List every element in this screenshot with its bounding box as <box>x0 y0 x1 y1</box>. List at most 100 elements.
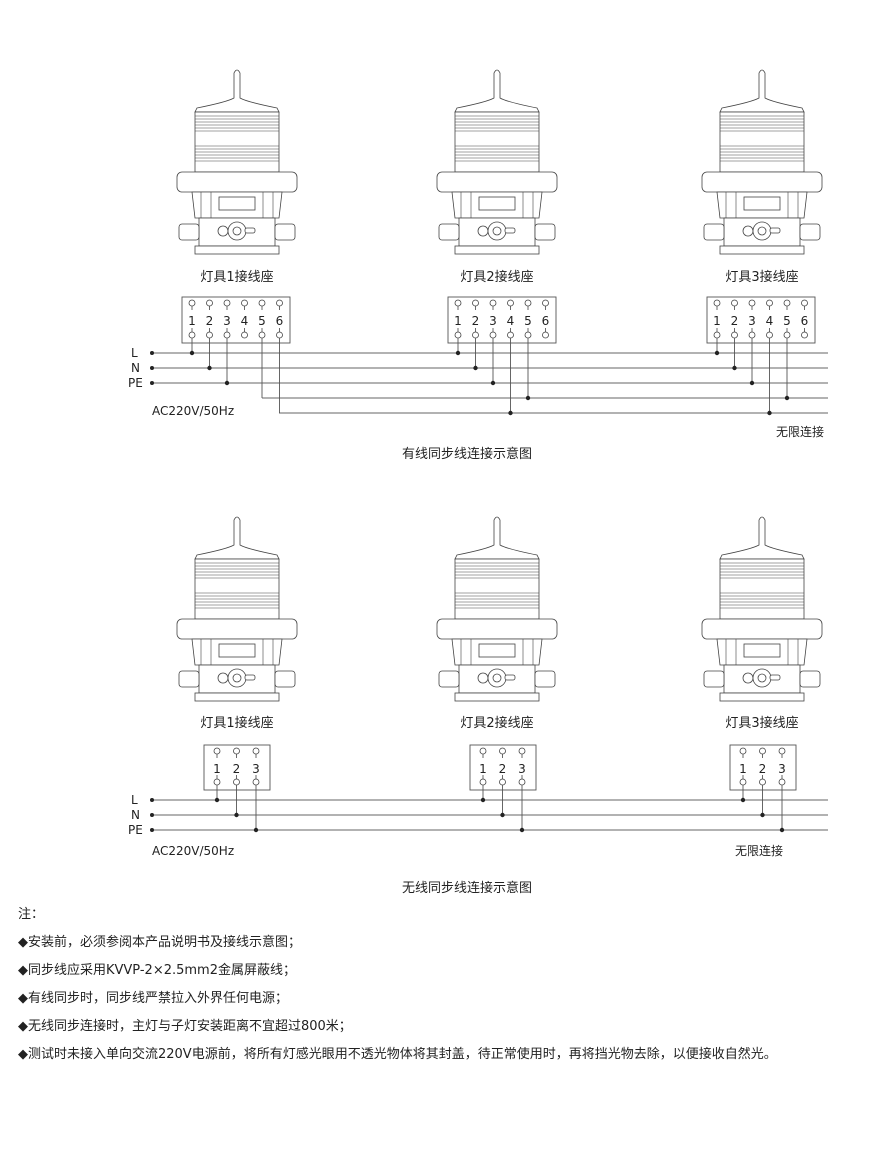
terminal-top-screw <box>233 747 240 755</box>
terminal-number: 1 <box>188 314 196 328</box>
lamp-terminal-label: 灯具2接线座 <box>460 269 533 285</box>
bus-start-dot <box>150 381 154 385</box>
terminal-bottom-screw <box>518 778 526 786</box>
junction-dot <box>767 410 772 416</box>
terminal-top-screw <box>454 299 462 307</box>
junction-dot <box>253 827 259 833</box>
terminal-top-screw <box>213 747 221 755</box>
terminal-top-screw <box>766 299 773 307</box>
lamp-fixture-1 <box>176 69 298 255</box>
terminal-top-screw <box>499 747 506 755</box>
junction-dot <box>784 395 790 401</box>
note-item: ◆无线同步连接时，主灯与子灯安装距离不宜超过800米； <box>18 1019 352 1034</box>
terminal-bottom-screw <box>499 778 506 786</box>
terminal-top-screw <box>783 299 791 307</box>
terminal-number: 1 <box>454 314 462 328</box>
terminal-number: 1 <box>479 762 487 776</box>
junction-dot <box>207 365 212 371</box>
terminal-block-frame <box>447 296 557 344</box>
terminal-number: 2 <box>731 314 739 328</box>
terminal-number: 2 <box>472 314 480 328</box>
bus-label: N <box>131 808 140 822</box>
terminal-number: 5 <box>524 314 532 328</box>
terminal-bottom-screw <box>801 331 808 339</box>
terminal-number: 2 <box>499 762 507 776</box>
terminal-top-screw <box>759 747 766 755</box>
terminal-block-frame <box>706 296 816 344</box>
bus-start-dot <box>150 366 154 370</box>
terminal-bottom-screw <box>223 331 231 339</box>
terminal-number: 2 <box>233 762 241 776</box>
terminal-number: 3 <box>252 762 260 776</box>
unlimited-connection-label: 无限连接 <box>735 843 783 858</box>
junction-dot <box>519 827 525 833</box>
terminal-number: 6 <box>276 314 284 328</box>
note-item: ◆有线同步时，同步线严禁拉入外界任何电源； <box>18 991 288 1006</box>
terminal-bottom-screw <box>454 331 462 339</box>
power-spec-label: AC220V/50Hz <box>152 844 234 858</box>
terminal-bottom-screw <box>778 778 786 786</box>
bus-start-dot <box>150 798 154 802</box>
terminal-top-screw <box>739 747 747 755</box>
lamp-terminal-label: 灯具3接线座 <box>725 269 798 285</box>
terminal-top-screw <box>223 299 231 307</box>
terminal-number: 6 <box>542 314 550 328</box>
junction-dot <box>525 395 531 401</box>
terminal-top-screw <box>479 747 487 755</box>
terminal-number: 1 <box>213 762 221 776</box>
junction-dot <box>760 812 765 818</box>
terminal-bottom-screw <box>766 331 773 339</box>
terminal-number: 3 <box>223 314 231 328</box>
terminal-top-screw <box>518 747 526 755</box>
junction-dot <box>508 410 513 416</box>
terminal-bottom-screw <box>206 331 213 339</box>
terminal-number: 6 <box>801 314 809 328</box>
terminal-bottom-screw <box>739 778 747 786</box>
terminal-bottom-screw <box>713 331 721 339</box>
terminal-number: 3 <box>518 762 526 776</box>
junction-dot <box>455 350 461 356</box>
terminal-bottom-screw <box>759 778 766 786</box>
terminal-bottom-screw <box>472 331 479 339</box>
junction-dot <box>732 365 737 371</box>
diagram-title: 有线同步线连接示意图 <box>402 446 532 462</box>
terminal-top-screw <box>252 747 260 755</box>
bus-start-dot <box>150 351 154 355</box>
note-item: ◆测试时未接入单向交流220V电源前，将所有灯感光眼用不透光物体将其封盖，待正常… <box>18 1047 777 1062</box>
note-item: ◆安装前，必须参阅本产品说明书及接线示意图； <box>18 935 301 950</box>
terminal-bottom-screw <box>241 331 248 339</box>
terminal-top-screw <box>258 299 266 307</box>
terminal-bottom-screw <box>783 331 791 339</box>
terminal-number: 5 <box>258 314 266 328</box>
terminal-number: 4 <box>507 314 515 328</box>
junction-dot <box>714 350 720 356</box>
terminal-bottom-screw <box>542 331 549 339</box>
junction-dot <box>189 350 195 356</box>
terminal-top-screw <box>524 299 532 307</box>
terminal-number: 5 <box>783 314 791 328</box>
terminal-top-screw <box>542 299 549 307</box>
bus-start-dot <box>150 828 154 832</box>
lamp-fixture-3 <box>701 516 823 702</box>
terminal-top-screw <box>206 299 213 307</box>
junction-dot <box>749 380 755 386</box>
terminal-top-screw <box>276 299 283 307</box>
lamp-fixture-1 <box>176 516 298 702</box>
bus-label: N <box>131 361 140 375</box>
lamp-fixture-2 <box>436 69 558 255</box>
terminal-bottom-screw <box>507 331 514 339</box>
terminal-top-screw <box>778 747 786 755</box>
note-item: ◆同步线应采用KVVP-2×2.5mm2金属屏蔽线； <box>18 963 296 978</box>
terminal-bottom-screw <box>233 778 240 786</box>
terminal-bottom-screw <box>188 331 196 339</box>
terminal-number: 1 <box>739 762 747 776</box>
terminal-bottom-screw <box>276 331 283 339</box>
terminal-top-screw <box>489 299 497 307</box>
